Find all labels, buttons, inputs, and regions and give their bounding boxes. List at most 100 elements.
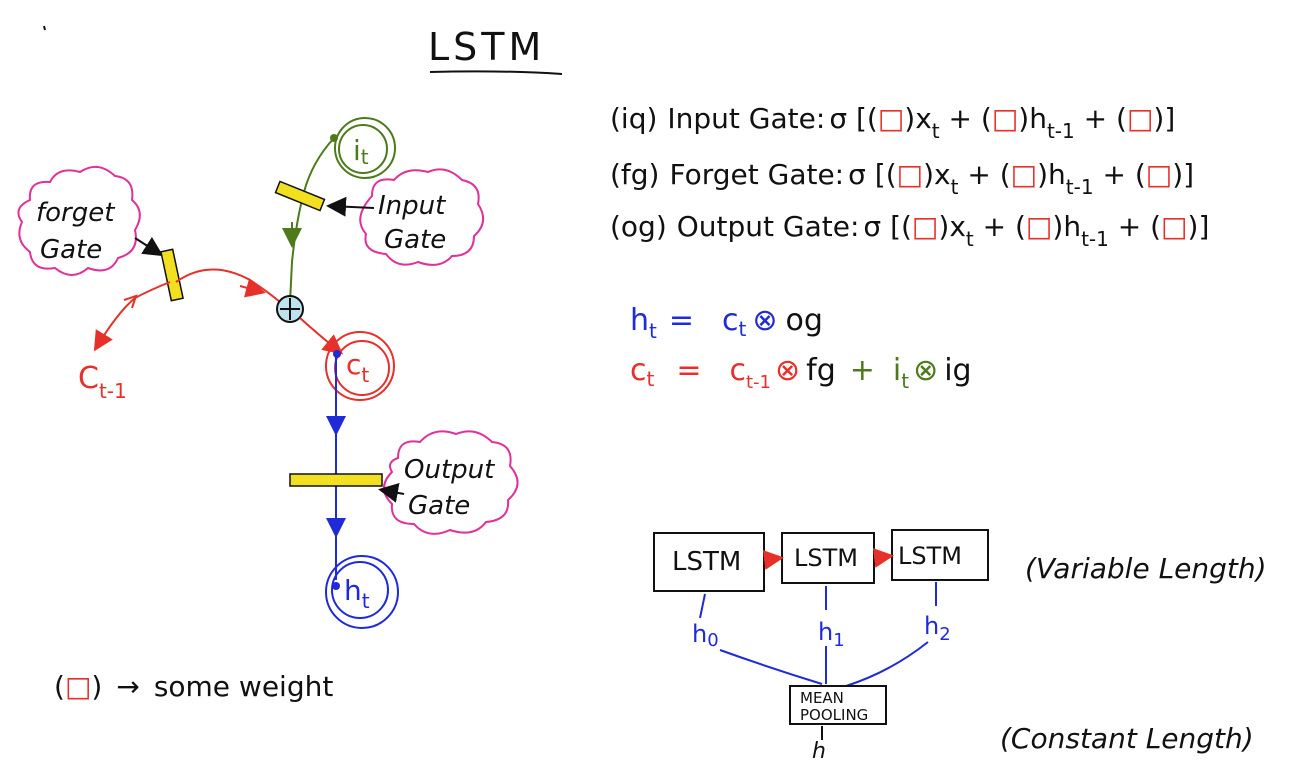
input-cloud-shape (359, 168, 485, 266)
h2-to-pool-line (845, 641, 929, 687)
c-eq-ig: ig (944, 353, 971, 388)
gate-eq-1-sigma-open: σ [( (848, 158, 897, 191)
c-prev-sub: t-1 (99, 379, 127, 403)
c-eq-op1: ⊗ (775, 353, 800, 388)
forget-cloud-shape (17, 165, 141, 276)
gate-eq-1-plus-1: + ( (958, 158, 1010, 191)
c-eq-fg: fg (806, 353, 836, 388)
c-equation: ct=ct-1⊗fg+it⊗ig (630, 353, 972, 393)
forget-gate-bar (160, 248, 184, 302)
input-cloud-line1: Input (378, 191, 446, 221)
cell-prev-red-line (93, 281, 171, 352)
gate-eq-1-abbr: (fg) (610, 158, 659, 191)
gate-eq-1-close: )] (1172, 158, 1194, 191)
gate-eq-0-weight-1: □ (878, 102, 904, 135)
mean-pooling-line2: POOLING (800, 706, 868, 724)
output-gate-bar (289, 473, 383, 487)
gate-equation-2: (og)Output Gate:σ [(□)xt + (□)ht-1 + (□)… (610, 210, 1209, 251)
gate-eq-0-x: )x (904, 102, 932, 135)
weight-legend: (□)→some weight (54, 670, 333, 703)
gate-eq-1-weight-2: □ (1011, 158, 1037, 191)
gate-eq-0-x-sub: t (932, 119, 940, 143)
input-gate-cloud: Input Gate (359, 168, 485, 266)
h-equation: ht=ct⊗og (630, 303, 823, 343)
pooled-h-label: h (812, 739, 826, 764)
c-eq-cprev: c (729, 353, 746, 388)
h-eq-op: ⊗ (752, 303, 777, 338)
lstm-box-2-label: LSTM (898, 542, 962, 570)
diagram-title: LSTM (428, 25, 545, 69)
ht-dot (332, 582, 340, 590)
svg-text:ht=ct⊗og: ht=ct⊗og (630, 303, 823, 343)
ht-circle-label: ht (344, 574, 370, 613)
mean-pooling-box (789, 685, 887, 725)
title-underline (429, 70, 563, 75)
variable-length-note: (Variable Length) (1025, 552, 1267, 585)
gate-eq-1-weight-3: □ (1146, 158, 1172, 191)
forget-gate-cloud: forget Gate (17, 165, 141, 276)
gate-eq-2-weight-3: □ (1161, 210, 1187, 243)
title-group: LSTM (428, 25, 563, 75)
combine-node (276, 295, 304, 323)
gate-eq-2-abbr: (og) (610, 210, 667, 243)
gate-eq-2-close: )] (1188, 210, 1210, 243)
gate-eq-1-h-sub: t-1 (1066, 175, 1094, 199)
c-prev-label: Ct-1 (78, 361, 127, 403)
gate-eq-0-name: Input Gate: (667, 102, 825, 135)
input-gate-circle-label: it (353, 134, 369, 169)
c-eq-lhs-sub: t (647, 367, 655, 391)
gate-eq-2-weight-2: □ (1026, 210, 1052, 243)
legend-close: ) (91, 670, 102, 703)
lstm-arrow-0-1 (762, 550, 784, 570)
h1-label: h1 (818, 618, 845, 651)
legend-text: some weight (154, 670, 334, 703)
c-eq-op2: ⊗ (913, 353, 938, 388)
c-prev-letter: C (78, 361, 99, 396)
gate-equation-0: (iq)Input Gate:σ [(□)xt + (□)ht-1 + (□)] (610, 102, 1175, 143)
input-gate-green-line (289, 137, 335, 303)
input-cloud-arrow (326, 196, 375, 217)
gate-eq-0-h: )h (1018, 102, 1047, 135)
output-cloud-line2: Gate (408, 491, 470, 521)
gate-eq-0-plus-2: + ( (1075, 102, 1127, 135)
node-to-ct-red-line (299, 317, 344, 355)
gate-eq-0-plus-1: + ( (940, 102, 992, 135)
gate-eq-1-h: )h (1037, 158, 1066, 191)
h-eq-equals: = (669, 303, 694, 338)
h-eq-c-sub: t (739, 317, 747, 341)
gate-eq-2-weight-1: □ (912, 210, 938, 243)
h-eq-lhs: h (630, 303, 649, 338)
gate-eq-1-x: )x (923, 158, 951, 191)
forget-cloud-line2: Gate (40, 235, 102, 265)
gate-equation-1: (fg)Forget Gate:σ [(□)xt + (□)ht-1 + (□)… (610, 158, 1194, 199)
output-gate-cloud: Output Gate (383, 430, 519, 535)
input-gate-circle: it (334, 117, 396, 179)
gate-eq-2-sigma-open: σ [( (863, 210, 912, 243)
gate-eq-1-weight-1: □ (897, 158, 923, 191)
h0-to-pool-line (719, 649, 823, 685)
forget-cloud-line1: forget (36, 198, 115, 228)
cell-state-red-curve (175, 268, 281, 303)
gate-eq-0-weight-3: □ (1127, 102, 1153, 135)
gate-eq-1-name: Forget Gate: (669, 158, 844, 191)
gate-eq-0-sigma-open: σ [( (829, 102, 878, 135)
cell-prev-red-tick (123, 294, 138, 309)
c-eq-i: i (893, 353, 901, 388)
output-cloud-arrow (378, 483, 405, 503)
legend-arrow: → (116, 670, 139, 703)
gate-eq-2-name: Output Gate: (677, 210, 860, 243)
svg-text:(□)→some weight: (□)→some weight (54, 670, 333, 703)
gate-eq-0-h-sub: t-1 (1047, 119, 1075, 143)
input-cloud-line2: Gate (384, 225, 446, 255)
gate-equations: (iq)Input Gate:σ [(□)xt + (□)ht-1 + (□)]… (610, 102, 1209, 251)
h0-label: h0 (692, 620, 719, 651)
gate-eq-0-weight-2: □ (992, 102, 1018, 135)
lstm-box-0-label: LSTM (672, 547, 741, 577)
ht-circle: ht (325, 555, 399, 629)
c-eq-lhs: c (630, 353, 647, 388)
ct-circle-label: ct (346, 348, 369, 387)
gate-eq-2-plus-1: + ( (974, 210, 1026, 243)
gate-eq-2-plus-2: + ( (1109, 210, 1161, 243)
h-eq-gate: og (785, 303, 822, 338)
